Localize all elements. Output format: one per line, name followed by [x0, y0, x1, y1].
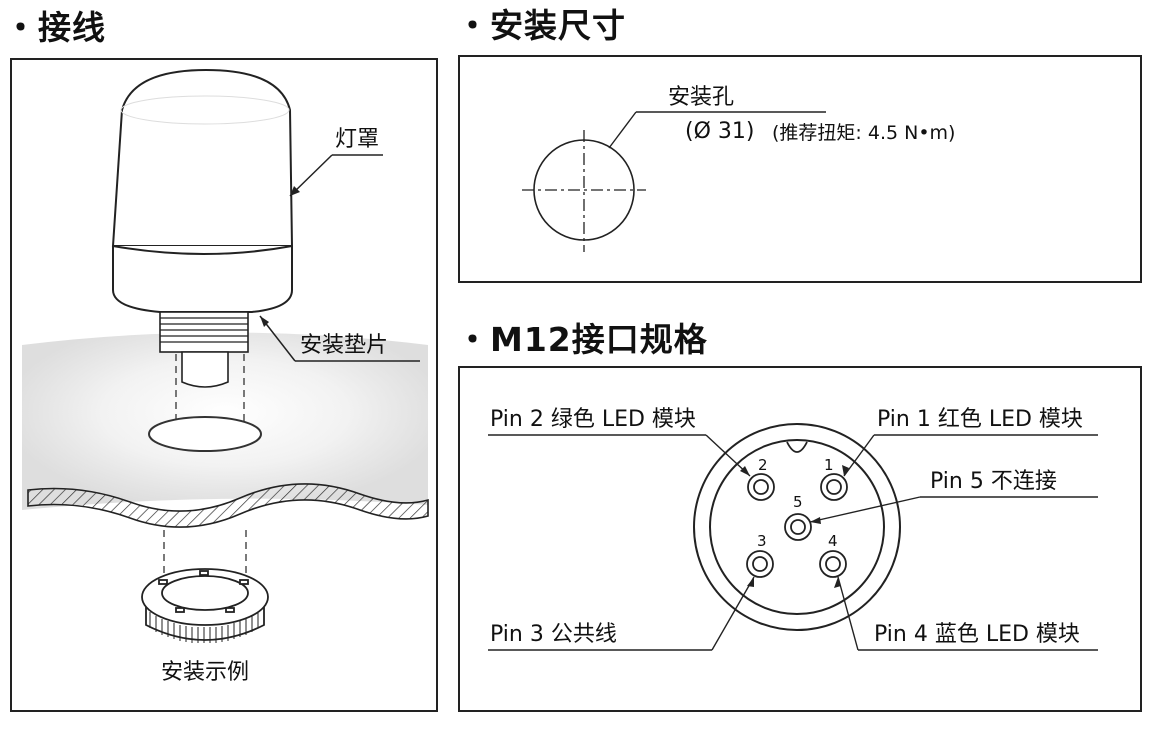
m12-pins — [746, 473, 848, 578]
panel-hole — [148, 416, 262, 452]
pin-2-number: 2 — [758, 456, 768, 474]
pin-4-contact — [819, 550, 847, 578]
pin-5-number: 5 — [793, 493, 803, 511]
pin-3-label: Pin 3 公共线 — [490, 622, 617, 647]
m12-leaders — [488, 434, 1098, 651]
m12-arrowheads — [740, 465, 849, 588]
pin-5-contact — [784, 513, 812, 541]
wiring-heading: ・接线 — [4, 8, 106, 47]
pin-1-label: Pin 1 红色 LED 模块 — [877, 407, 1083, 432]
pin-4-number: 4 — [828, 532, 838, 550]
mounting-heading: ・安装尺寸 — [456, 6, 626, 45]
m12-heading: ・M12接口规格 — [456, 320, 708, 359]
pin-4-label: Pin 4 蓝色 LED 模块 — [874, 622, 1080, 647]
pin-3-number: 3 — [757, 532, 767, 550]
example-label: 安装示例 — [161, 660, 250, 685]
panel-section — [27, 483, 429, 528]
lamp-cover — [111, 68, 294, 313]
mounting-panel — [458, 55, 1142, 283]
hole-leader — [608, 111, 826, 149]
gasket-label: 安装垫片 — [300, 333, 389, 358]
pin-1-number: 1 — [824, 456, 834, 474]
pin-2-contact — [747, 473, 775, 501]
pin-2-label: Pin 2 绿色 LED 模块 — [490, 407, 696, 432]
pin-3-contact — [746, 550, 774, 578]
mounting-nut — [141, 568, 269, 643]
torque-label: (推荐扭矩: 4.5 N•m) — [772, 122, 956, 144]
lamp-threads — [159, 311, 249, 388]
hole-label: 安装孔 — [668, 85, 735, 110]
cover-label: 灯罩 — [335, 127, 380, 152]
hole-size-label: (Ø 31) — [685, 119, 755, 144]
pin-1-contact — [820, 473, 848, 501]
wiring-arrowheads — [260, 186, 300, 327]
hole-drawing — [522, 130, 646, 252]
pin-5-label: Pin 5 不连接 — [930, 469, 1057, 494]
